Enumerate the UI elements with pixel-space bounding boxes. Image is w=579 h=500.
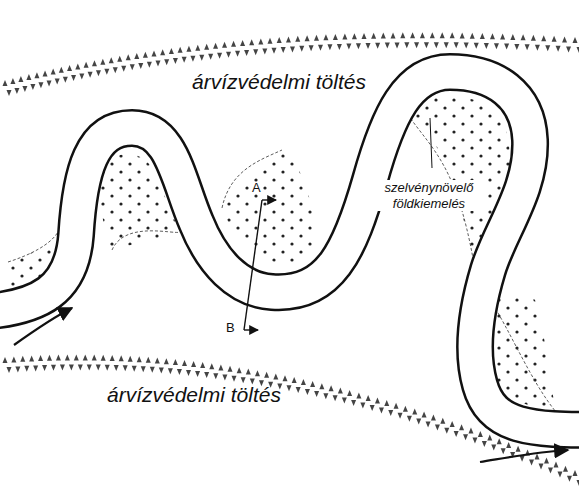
section-line: [244, 200, 262, 330]
river-water: [0, 72, 579, 430]
flow-arrow: [14, 308, 72, 345]
leader-line: [430, 118, 432, 168]
levee-label: árvízvédelmi töltés: [192, 70, 366, 94]
section-arrow: [244, 329, 258, 330]
levee-label: árvízvédelmi töltés: [107, 383, 281, 407]
river-bank: [0, 72, 579, 430]
flow-arrow: [480, 450, 568, 462]
section-letter: B: [226, 320, 235, 335]
section-letter: A: [252, 180, 261, 195]
section-arrow: [262, 199, 276, 200]
excavation-label: szelvénynövelő földkiemelés: [370, 180, 488, 211]
